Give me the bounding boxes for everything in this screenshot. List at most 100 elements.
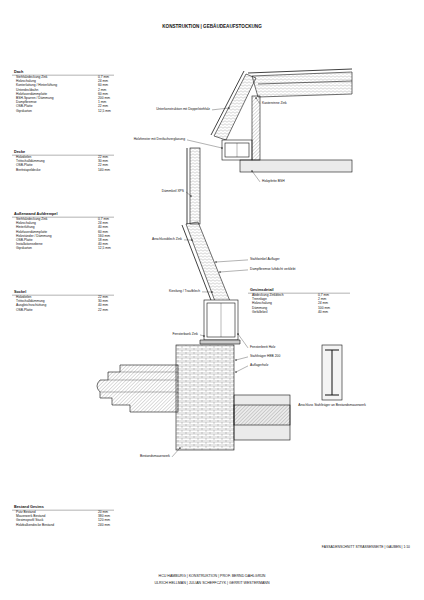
callout-label: Dämmkeil XPS [162, 190, 184, 194]
callout-label: Stahlträger HEB 200 [250, 355, 280, 359]
callout-label: Anschlussblech Zink [152, 238, 182, 242]
callout-label: Bestandsmauerwerk [140, 455, 170, 459]
leader-dot [190, 195, 191, 196]
leader-line [212, 108, 229, 110]
leader-dot [211, 291, 212, 292]
layer-name: Holzfaserdämmplatte [16, 231, 47, 235]
leader-dot [255, 97, 256, 98]
dimension: 60 mm [98, 231, 108, 235]
dimension: 40 mm [98, 304, 108, 308]
layer-name: Mauerwerk Bestand [16, 515, 45, 519]
layer-name: Gipskarton [16, 247, 32, 251]
leader-dot [228, 107, 229, 108]
sheet-title: KONSTRUKTION | GEBÄUDEAUFSTOCKUNG [162, 24, 261, 29]
dimension: 24 mm [98, 80, 108, 84]
layer-name: Trittschalldämmung [16, 300, 45, 304]
dimension: 2 mm [318, 298, 326, 302]
layer-name: Gipskarton [16, 110, 32, 114]
layer-name: Holzfaserdämmplatte [16, 93, 47, 97]
callout-label: Holzfenster mit Dreifachverglasung [134, 138, 185, 142]
leader-dot [191, 239, 192, 240]
dimension: 100 mm [318, 307, 330, 311]
layer-name: OSB-Platte [16, 309, 33, 313]
leader-dot [203, 335, 204, 336]
layer-heading: Dach [14, 70, 23, 74]
layer-name: Gefällekeil [252, 311, 267, 315]
layer-name: Holzständer / Dämmung [16, 235, 52, 239]
dimension: 240 mm [98, 524, 110, 528]
leader-line [238, 334, 248, 348]
leader-dot [237, 333, 238, 334]
dimension: 2 mm [98, 89, 106, 93]
callout-label: Unterkonstruktion mit Doppelstehfalz [156, 108, 210, 112]
callout-label: Dampfbremse luftdicht verklebt [250, 268, 295, 272]
callout-label: Auflagerholz [250, 364, 268, 368]
dimension: 40 mm [318, 311, 328, 315]
dimension: 12,5 mm [98, 247, 111, 251]
layer-name: Ausgleichsschüttung [16, 304, 46, 308]
dimension: 1 mm [98, 101, 106, 105]
layer-name: OSB-Platte [16, 105, 33, 109]
callout-label: Fensterbank Zink [173, 333, 198, 337]
layer-heading: Bestand Gesims [14, 505, 44, 509]
leader-line [186, 192, 191, 196]
dimension: 30 mm [98, 300, 108, 304]
leader-dot [221, 147, 222, 148]
callout-label: Kastenrinne Zink [262, 102, 287, 106]
callout-label: Holzpfette BSH [262, 180, 285, 184]
leader-line [252, 171, 260, 182]
drawing-caption: FASSADENSCHNITT STRASSENSEITE | GAUBEN |… [322, 546, 410, 550]
leader-dot [251, 170, 252, 171]
leader-dot [235, 359, 236, 360]
callout-label: Kiesfang / Traufblech [169, 290, 200, 294]
layer-heading: Sockel [14, 290, 26, 294]
leader-line [236, 357, 248, 360]
layer-name: Dampfbremse [16, 101, 37, 105]
dimension: 12,5 mm [98, 110, 111, 114]
layer-heading: Decke [14, 150, 25, 154]
dimension: 140 mm [98, 169, 110, 173]
leader-line [187, 140, 222, 148]
layer-name: Holzschalung [16, 80, 36, 84]
layer-name: Installationsebene [16, 243, 43, 247]
dimension: 160 mm [98, 235, 110, 239]
layer-name: Unterdeckbahn [16, 89, 38, 93]
leader-dot [215, 261, 216, 262]
layer-name: Holzbalkendecke Bestand [16, 524, 54, 528]
dimension: 60 mm [98, 93, 108, 97]
layer-name: Dämmung [252, 307, 267, 311]
leader-line [200, 335, 204, 336]
dimension: 22 mm [98, 309, 108, 313]
leaders [12, 75, 350, 510]
layer-heading: Gesimsdetail [250, 288, 274, 292]
layer-name: Holzschalung [252, 302, 272, 306]
dimension: 380 mm [98, 515, 110, 519]
layer-name: Konterlattung / Hinterlüftung [16, 84, 57, 88]
leader-line [256, 98, 260, 104]
layer-name: OSB-Platte [16, 164, 33, 168]
dimension: 22 mm [98, 164, 108, 168]
footer-text: HCU HAMBURG | KONSTRUKTION | PROF. BERND… [159, 574, 266, 578]
leader-line [220, 270, 248, 272]
leader-line [216, 260, 248, 262]
dimension: 40 mm [98, 243, 108, 247]
leader-dot [219, 271, 220, 272]
layer-name: Hinterlüftung [16, 226, 35, 230]
callout-label: Stahlwinkel Auflager [250, 258, 280, 262]
detail-caption: Anschluss Stahlträger an Bestandsmauerwe… [298, 404, 366, 408]
layer-name: Trennlage [252, 298, 267, 302]
dimension: 22 mm [98, 105, 108, 109]
leader-line [184, 239, 192, 240]
footer-text: ULRICH HELLMAN | JULIAN SCHEFFCZYK | GER… [154, 581, 269, 585]
leader-line [172, 448, 180, 457]
layer-name: Gesimsprofil Stuck [16, 519, 43, 523]
layer-name: Brettstapeldecke [16, 169, 41, 173]
dimension: 24 mm [318, 302, 328, 306]
layer-name: Holzschalung [16, 222, 36, 226]
leader-dot [179, 447, 180, 448]
dimension: 24 mm [98, 222, 108, 226]
leader-dot [235, 371, 236, 372]
dimension: 120 mm [98, 519, 110, 523]
